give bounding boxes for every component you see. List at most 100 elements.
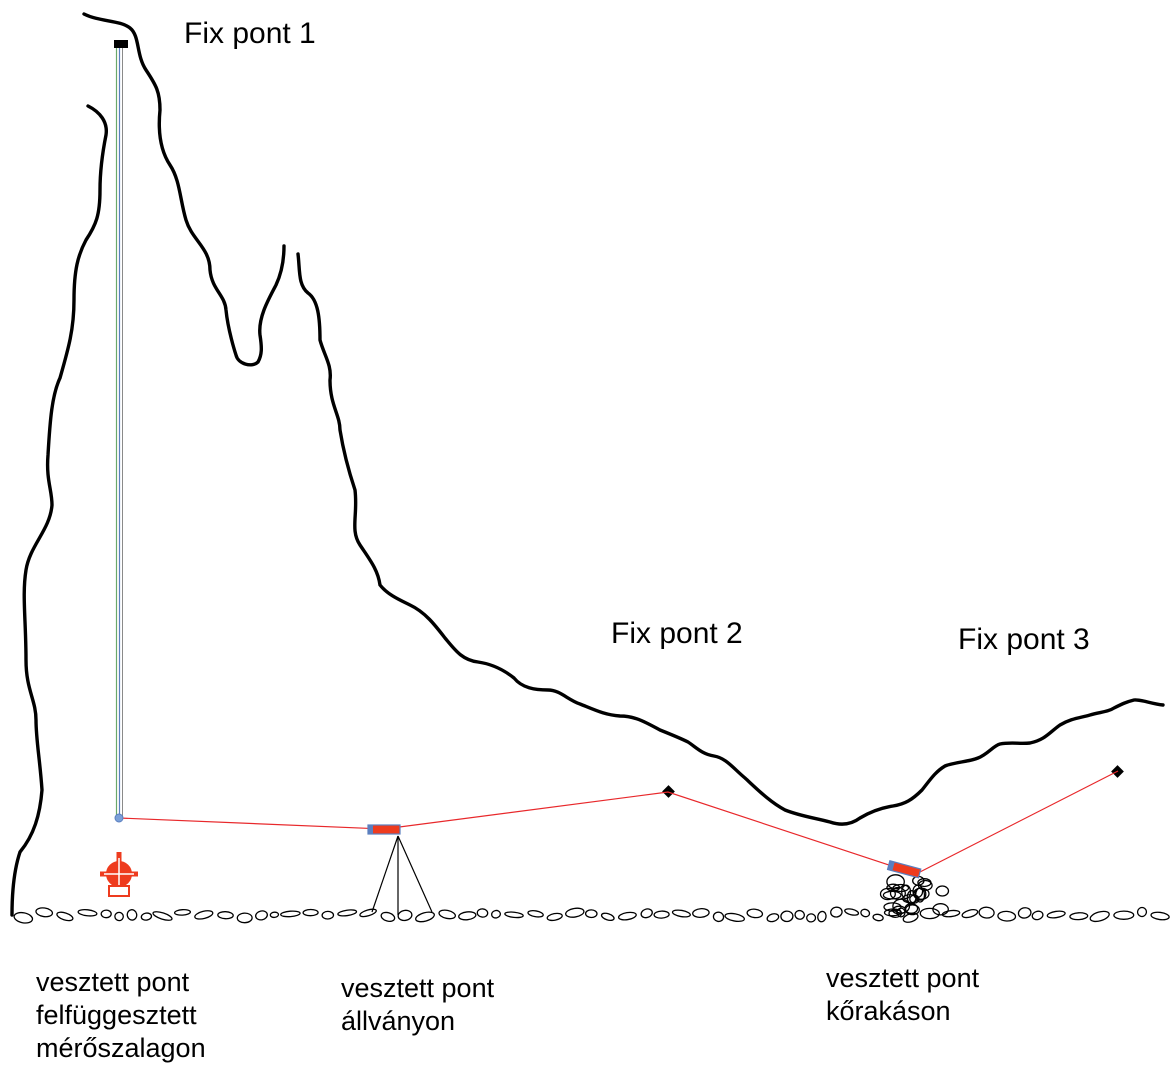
- pebble: [458, 911, 477, 921]
- rubble-stone: [915, 887, 926, 903]
- caption-line: vesztett pont: [36, 967, 190, 997]
- plumb-bob-icon: [100, 852, 138, 897]
- pebble: [844, 908, 860, 916]
- pebble: [961, 909, 979, 919]
- pebble: [997, 910, 1017, 922]
- pebble: [565, 907, 585, 918]
- caption-line: felfüggesztett: [36, 1000, 197, 1030]
- pebble: [35, 907, 54, 918]
- pebble: [321, 910, 335, 920]
- pebble: [1089, 910, 1110, 923]
- left-cave-wall: [10, 104, 108, 917]
- pebble: [236, 912, 253, 924]
- pebble: [490, 909, 502, 919]
- fix-point-2-label: Fix pont 2: [611, 617, 743, 650]
- right-cave-ceiling: [296, 252, 1165, 826]
- rubble-stone: [935, 885, 950, 897]
- pebble: [817, 910, 827, 923]
- pebble: [712, 911, 725, 923]
- pebble: [1031, 910, 1044, 921]
- tripod-prism-marker: [367, 824, 401, 835]
- fix-point-3-label: Fix pont 3: [958, 623, 1090, 656]
- rubble-pile: [879, 874, 950, 919]
- pebble: [1113, 910, 1135, 920]
- fix-point-1-marker: [114, 40, 128, 48]
- pebble: [56, 911, 74, 922]
- pebble: [1017, 907, 1032, 919]
- pebble: [794, 909, 806, 920]
- rubble-prism-marker: [886, 860, 922, 879]
- pebble: [780, 910, 794, 923]
- pebble: [724, 912, 746, 923]
- pebble: [13, 911, 34, 924]
- pebble: [255, 910, 268, 921]
- cave-walls: [10, 12, 1165, 917]
- pebble: [671, 909, 691, 918]
- pebble: [415, 911, 435, 923]
- pebble: [527, 910, 544, 918]
- pebble: [397, 909, 413, 922]
- rocky-ground: [13, 906, 1170, 924]
- caption-tripod: vesztett pont állványon: [341, 972, 494, 1038]
- caption-line: állványon: [341, 1006, 456, 1036]
- pebble: [919, 907, 940, 920]
- pebble: [872, 913, 884, 922]
- caption-line: kőrakáson: [826, 996, 951, 1026]
- pebble: [126, 909, 138, 921]
- pebble: [860, 908, 871, 918]
- rubble-stone: [889, 886, 906, 900]
- main-cave-ceiling: [82, 12, 286, 367]
- fix-point-2-marker: [662, 785, 675, 798]
- rubble-stone: [892, 883, 910, 893]
- caption-suspended-tape: vesztett pont felfüggesztett mérőszalago…: [36, 966, 206, 1065]
- pebble: [1069, 912, 1089, 921]
- pebble: [766, 913, 780, 923]
- rubble-stone: [904, 904, 920, 916]
- pebble: [746, 908, 764, 919]
- caption-line: vesztett pont: [341, 973, 495, 1003]
- pebble: [504, 911, 524, 919]
- pebble: [380, 911, 396, 923]
- pebble: [1150, 911, 1170, 921]
- caption-rubble: vesztett pont kőrakáson: [826, 962, 979, 1028]
- pebble: [830, 906, 843, 918]
- pebble: [140, 912, 153, 921]
- pebble: [269, 911, 280, 919]
- pebble: [100, 909, 112, 919]
- pebble: [302, 908, 319, 917]
- pebble: [337, 909, 358, 917]
- rubble-stone: [932, 903, 949, 916]
- pebble: [806, 913, 817, 923]
- pebble: [359, 908, 377, 918]
- pebble: [640, 908, 653, 919]
- pebble: [173, 909, 192, 916]
- pebble: [438, 909, 457, 920]
- rubble-stone: [886, 874, 905, 890]
- pebble: [1046, 910, 1066, 919]
- suspended-measuring-tape: [115, 46, 123, 816]
- traverse-line: [118, 770, 1119, 875]
- caption-line: mérőszalagon: [36, 1033, 206, 1063]
- pebble: [152, 911, 173, 921]
- pebble: [114, 911, 124, 922]
- rubble-stone: [904, 903, 919, 914]
- tripod-icon: [371, 835, 433, 915]
- pebble: [692, 908, 710, 918]
- pebble: [280, 910, 301, 918]
- pebble: [617, 911, 637, 921]
- pebble: [476, 908, 489, 918]
- pebble: [978, 906, 995, 919]
- rubble-stone: [883, 902, 902, 912]
- pebble: [600, 912, 615, 922]
- tape-end-point: [114, 813, 124, 823]
- pebble: [77, 908, 98, 917]
- pebble: [1136, 906, 1148, 918]
- pebble: [584, 909, 598, 919]
- pebble: [546, 912, 563, 922]
- pebble: [194, 910, 214, 920]
- caption-line: vesztett pont: [826, 963, 980, 993]
- rubble-stone: [879, 887, 896, 901]
- pebble: [653, 910, 670, 919]
